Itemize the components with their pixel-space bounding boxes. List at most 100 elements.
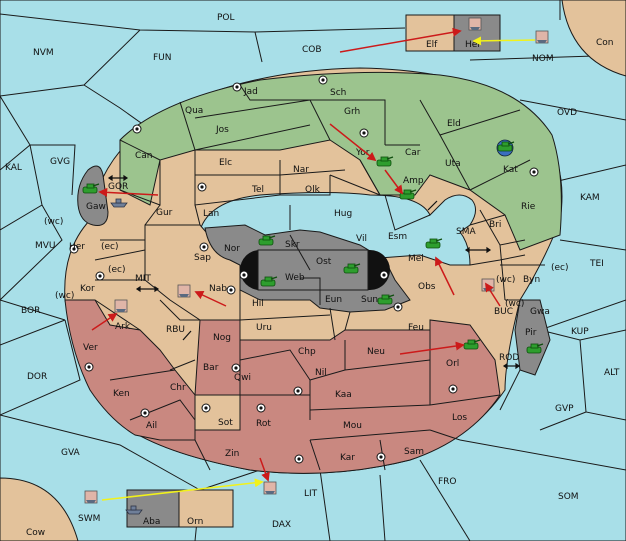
province-borders bbox=[94, 84, 545, 471]
label-fun: FUN bbox=[153, 53, 172, 63]
label-tei: TEI bbox=[589, 259, 604, 269]
units[interactable] bbox=[82, 17, 549, 515]
label-eun: Eun bbox=[325, 295, 342, 305]
army-kat[interactable] bbox=[496, 139, 515, 157]
order-arrow-grh bbox=[329, 123, 377, 162]
label-car: Car bbox=[405, 148, 421, 158]
label-can: Can bbox=[135, 151, 153, 161]
label-grh: Grh bbox=[344, 107, 360, 117]
label-gor: GOR bbox=[108, 182, 128, 192]
label-lan: Lan bbox=[203, 209, 219, 219]
label-ken: Ken bbox=[113, 389, 130, 399]
label-gaw: Gaw bbox=[86, 202, 106, 212]
label-feu: Feu bbox=[408, 323, 424, 333]
region-labels: POL NVM FUN COB NOM Con OVD KAM TEI KUP … bbox=[5, 13, 620, 538]
label-qwi: Qwi bbox=[234, 373, 251, 383]
label-neu: Neu bbox=[367, 347, 385, 357]
unit-ark[interactable] bbox=[114, 299, 128, 313]
label-mel: Mel bbox=[408, 254, 424, 264]
label-sap: Sap bbox=[194, 253, 211, 263]
label-sam: Sam bbox=[404, 447, 424, 457]
order-arrow-cob bbox=[339, 27, 462, 53]
label-chp: Chp bbox=[298, 347, 316, 357]
label-pir: Pir bbox=[525, 328, 537, 338]
label-rbu: RBU bbox=[166, 325, 185, 335]
label-vil: Vil bbox=[356, 234, 367, 244]
label-ver: Ver bbox=[83, 343, 98, 353]
region-gaw[interactable] bbox=[77, 165, 109, 226]
label-orn: Orn bbox=[187, 517, 203, 527]
label-eld: Eld bbox=[447, 119, 461, 129]
order-arrow-swm bbox=[101, 478, 264, 501]
supply-centers bbox=[69, 75, 539, 464]
unit-lit[interactable] bbox=[263, 481, 277, 495]
label-nor: Nor bbox=[224, 244, 240, 254]
label-elf: Elf bbox=[426, 40, 438, 50]
unit-swm[interactable] bbox=[84, 490, 98, 504]
unit-hel[interactable] bbox=[468, 17, 482, 31]
label-sun: Sun bbox=[361, 295, 378, 305]
unit-nom[interactable] bbox=[535, 30, 549, 44]
label-tel: Tel bbox=[251, 185, 264, 195]
label-kal: KAL bbox=[5, 163, 22, 173]
order-arrows bbox=[91, 27, 536, 501]
label-skr: Skr bbox=[285, 240, 300, 250]
label-mvu: MVU bbox=[35, 241, 56, 251]
label-ark: Ark bbox=[115, 322, 131, 332]
label-cob: COB bbox=[302, 45, 322, 55]
label-dax: DAX bbox=[272, 520, 291, 530]
label-uta: Uta bbox=[445, 159, 461, 169]
region-orn[interactable] bbox=[178, 489, 234, 528]
region-red-west bbox=[64, 299, 196, 441]
label-ail: Ail bbox=[146, 421, 157, 431]
label-zin: Zin bbox=[225, 449, 239, 459]
label-bar: Bar bbox=[203, 363, 219, 373]
label-nog: Nog bbox=[213, 333, 231, 343]
label-her: Her bbox=[69, 242, 85, 252]
label-yor: Yor bbox=[355, 148, 370, 158]
label-fro: FRO bbox=[438, 477, 457, 487]
label-kaa: Kaa bbox=[335, 390, 352, 400]
label-ost: Ost bbox=[316, 257, 332, 267]
label-pol: POL bbox=[217, 13, 235, 23]
label-kar: Kar bbox=[340, 453, 355, 463]
label-nil: Nil bbox=[315, 368, 327, 378]
label-gvp: GVP bbox=[555, 404, 574, 414]
order-arrow-gur bbox=[98, 187, 159, 197]
label-kor-ec: (ec) bbox=[108, 265, 126, 275]
label-kat: Kat bbox=[503, 165, 518, 175]
label-aba: Aba bbox=[143, 517, 160, 527]
label-cow: Cow bbox=[26, 528, 45, 538]
unit-buc[interactable] bbox=[481, 278, 495, 292]
label-alt: ALT bbox=[604, 368, 620, 378]
order-arrow-zin bbox=[259, 457, 270, 482]
label-swm: SWM bbox=[78, 514, 100, 524]
label-bor: BOR bbox=[21, 306, 40, 316]
label-kor-wc: (wc) bbox=[55, 291, 74, 301]
label-gaw-wc: (wc) bbox=[44, 217, 63, 227]
order-arrow-obs bbox=[435, 256, 455, 296]
unit-mit[interactable] bbox=[177, 284, 191, 298]
order-arrow-buc bbox=[485, 282, 501, 307]
label-gva: GVA bbox=[61, 448, 81, 458]
label-kup: KUP bbox=[571, 327, 589, 337]
label-nom: NOM bbox=[532, 54, 554, 64]
label-chr: Chr bbox=[170, 383, 186, 393]
label-olk: Olk bbox=[305, 185, 321, 195]
label-mit: MIT bbox=[135, 274, 151, 284]
order-arrow-yor bbox=[384, 169, 404, 195]
label-ovd: OVD bbox=[557, 108, 577, 118]
label-nab: Nab bbox=[209, 284, 227, 294]
label-los: Los bbox=[452, 413, 467, 423]
label-elc: Elc bbox=[219, 158, 232, 168]
label-rie: Rie bbox=[521, 202, 536, 212]
label-sot: Sot bbox=[218, 418, 233, 428]
label-hug: Hug bbox=[334, 209, 352, 219]
label-sma: SMA bbox=[456, 227, 476, 237]
label-lit: LIT bbox=[304, 489, 318, 499]
label-nvm: NVM bbox=[33, 48, 54, 58]
region-pir[interactable] bbox=[514, 299, 551, 376]
label-con: Con bbox=[596, 38, 614, 48]
